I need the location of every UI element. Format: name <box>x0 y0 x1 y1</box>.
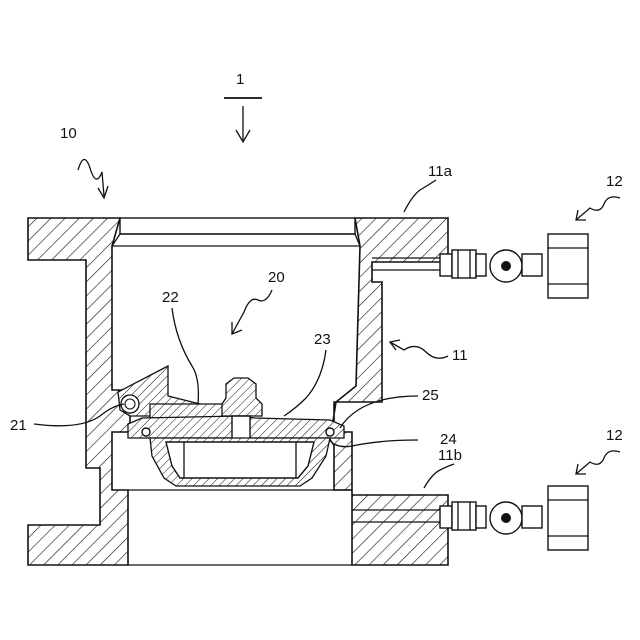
label-20: 20 <box>268 269 285 286</box>
upper-gauge <box>548 234 588 298</box>
label-22: 22 <box>162 289 179 306</box>
label-12-upper: 12 <box>606 173 623 190</box>
label-11a: 11a <box>428 163 453 180</box>
housing-left-wall <box>28 218 130 565</box>
label-11b: 11b <box>438 447 462 464</box>
label-25: 25 <box>422 387 439 404</box>
center-boss <box>222 378 262 416</box>
label-23: 23 <box>314 331 331 348</box>
lower-gauge <box>548 486 588 550</box>
label-11: 11 <box>452 347 468 364</box>
label-10: 10 <box>60 125 77 142</box>
label-12-lower: 12 <box>606 427 623 444</box>
label-21: 21 <box>10 417 27 434</box>
valve-unit <box>118 366 344 486</box>
label-24: 24 <box>440 431 457 448</box>
hinge-pin-inner <box>125 399 135 409</box>
label-1: 1 <box>236 71 244 88</box>
